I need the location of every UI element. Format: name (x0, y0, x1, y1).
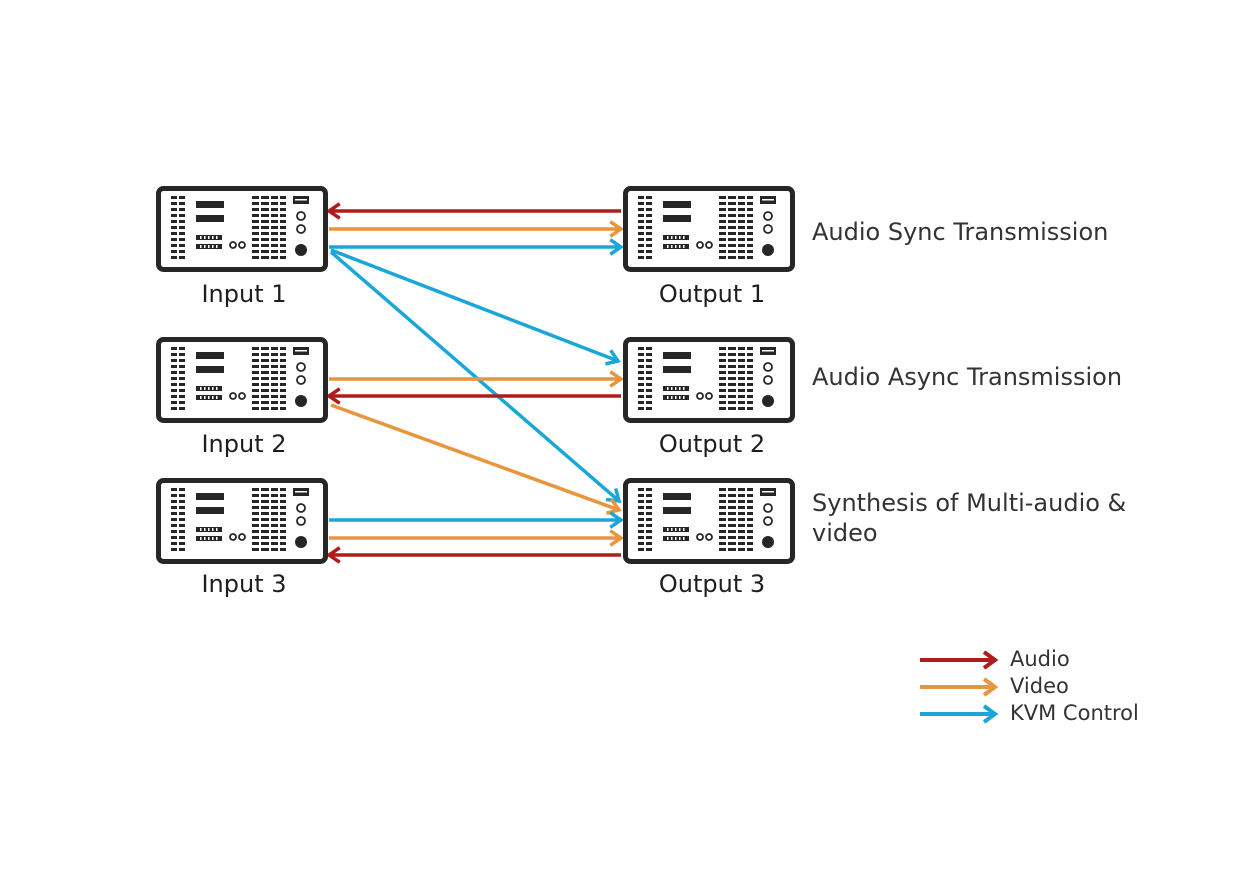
output-1-device-icon (626, 189, 793, 270)
connection-video-input3-to-output3 (329, 529, 625, 547)
arrowhead-icon (325, 202, 341, 220)
arrowhead-icon (605, 487, 622, 504)
arrowhead-icon (605, 498, 622, 515)
output-2-label: Output 2 (658, 430, 766, 458)
connection-video-input2-to-output2 (329, 370, 625, 388)
audio-arrow-icon (920, 650, 999, 670)
arrowhead-icon (325, 546, 341, 564)
connection-kvm-input1-to-output1 (329, 238, 625, 256)
arrowhead-icon (609, 238, 625, 256)
output-1-label: Output 1 (658, 280, 766, 308)
legend-kvm-control: KVM Control (918, 701, 1158, 727)
connection-audio-output1-to-input1 (325, 202, 621, 220)
output-2-device-icon (626, 340, 793, 421)
connection-video-input2-to-output3 (330, 403, 622, 515)
input-1-label: Input 1 (201, 280, 287, 308)
connection-video-input1-to-output1 (329, 220, 625, 238)
arrowhead-icon (609, 511, 625, 529)
legend-kvm-control-label: KVM Control (1010, 701, 1139, 725)
input-3-device-icon (159, 481, 326, 562)
output-3-label: Output 3 (658, 570, 766, 598)
connection-kvm-input1-to-output2 (330, 248, 621, 366)
input-3-label: Input 3 (201, 570, 287, 598)
connection-audio-output3-to-input3 (325, 546, 621, 564)
audio-async-transmission-caption: Audio Async Transmission (812, 363, 1123, 391)
multi-audio-video-synthesis-caption: Synthesis of Multi-audio & video (812, 489, 1127, 547)
input-1-device-icon (159, 189, 326, 270)
kvm-control-arrow-icon (920, 704, 999, 724)
legend-video: Video (918, 674, 1158, 700)
arrowhead-icon (609, 220, 625, 238)
input-2-label: Input 2 (201, 430, 287, 458)
arrowhead-icon (609, 370, 625, 388)
connection-kvm-input3-to-output3 (329, 511, 625, 529)
arrowhead-icon (604, 349, 621, 366)
arrowhead-icon (609, 529, 625, 547)
audio-sync-transmission-caption: Audio Sync Transmission (812, 218, 1109, 246)
output-3-device-icon (626, 481, 793, 562)
input-2-device-icon (159, 340, 326, 421)
legend-audio: Audio (918, 647, 1158, 673)
legend-video-label: Video (1010, 674, 1069, 698)
connection-kvm-input1-to-output3 (329, 250, 622, 504)
video-arrow-icon (920, 677, 999, 697)
connection-audio-output2-to-input2 (325, 387, 621, 405)
legend-audio-label: Audio (1010, 647, 1070, 671)
arrowhead-icon (325, 387, 341, 405)
